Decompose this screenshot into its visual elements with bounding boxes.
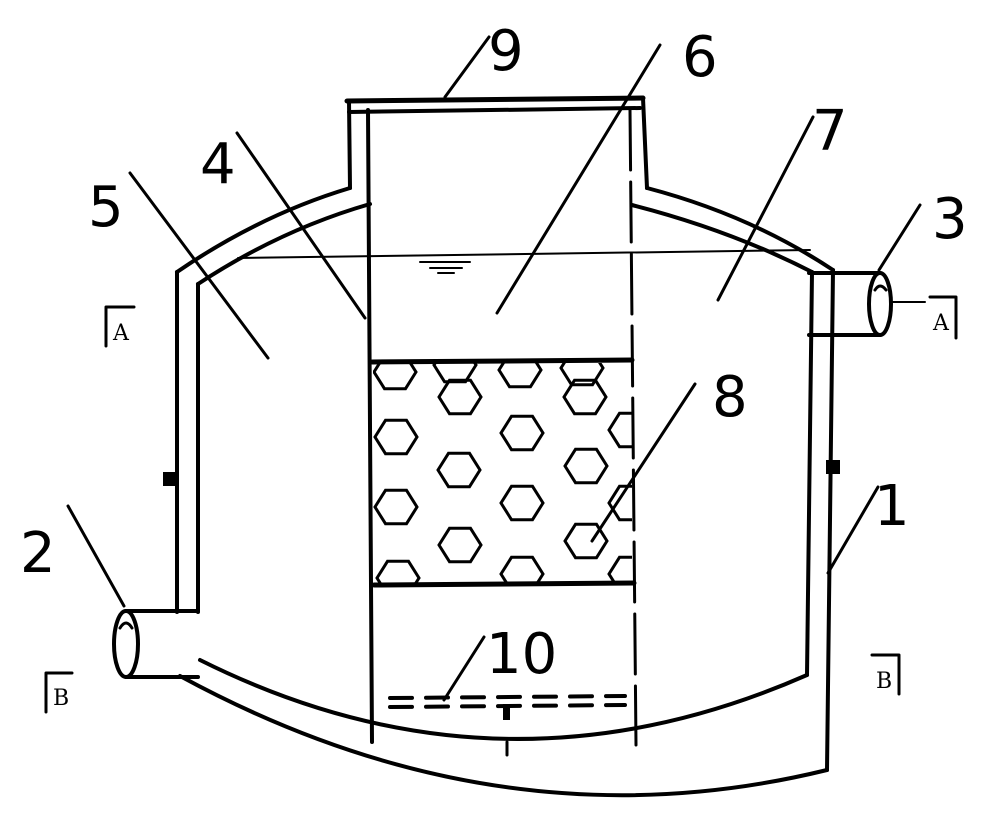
- inlet-pipe: [112, 609, 200, 679]
- media-hexagon: [562, 378, 608, 416]
- outlet-pipe-highlight: [873, 284, 888, 292]
- section-a-left-bracket: [104, 305, 136, 348]
- chimney-left-outer: [347, 99, 352, 190]
- section-a-right: A: [932, 311, 950, 336]
- media-hexagon: [432, 363, 478, 384]
- distributor-line-upper: [388, 694, 627, 700]
- cylinder-right-wall: [628, 108, 638, 747]
- water-line: [237, 249, 811, 259]
- label-6: 6: [682, 25, 718, 90]
- media-hexagon: [497, 363, 543, 389]
- section-b-left: B: [53, 686, 69, 711]
- label-9: 9: [488, 19, 524, 84]
- left-joint: [163, 472, 177, 486]
- cylinder-left-wall: [366, 108, 374, 744]
- media-hexagon: [373, 488, 419, 526]
- inlet-pipe-highlight: [118, 621, 134, 630]
- section-b-left-bracket: [44, 671, 74, 714]
- media-hexagon: [607, 411, 632, 449]
- label-8: 8: [712, 365, 748, 430]
- media-hexagon: [437, 526, 483, 564]
- leader-lines: [66, 35, 922, 702]
- distributor-outlet: [503, 704, 510, 720]
- inlet-pipe-body: [124, 609, 200, 679]
- bottom-inner: [198, 658, 809, 741]
- media-hexagon: [499, 555, 545, 583]
- section-b-right: B: [876, 669, 892, 694]
- top-cover: [344, 95, 646, 104]
- media-hexagon: [559, 363, 605, 387]
- bottom-outer: [178, 674, 829, 798]
- media-hexagon: [375, 559, 421, 583]
- media-hexagon: [563, 447, 609, 485]
- label-5: 5: [88, 175, 124, 240]
- dome-left-outer: [175, 186, 352, 274]
- label-7: 7: [812, 99, 848, 164]
- filter-media: [369, 357, 637, 588]
- inlet-pipe-end: [112, 609, 140, 679]
- leader-6: [495, 43, 662, 315]
- media-top-plate: [369, 357, 635, 365]
- dome-right-outer: [645, 186, 835, 272]
- media-hexagon: [373, 363, 418, 391]
- right-joint: [826, 460, 840, 474]
- media-bottom-plate: [371, 580, 637, 588]
- label-10: 10: [486, 622, 557, 687]
- label-4: 4: [200, 132, 236, 197]
- outlet-pipe-end: [867, 271, 893, 337]
- label-3: 3: [932, 187, 968, 252]
- media-hexagons: [373, 363, 632, 583]
- part-labels: 1 2 3 4 5 6 7 8 9 10: [20, 19, 968, 687]
- cover-underside: [347, 106, 642, 114]
- media-hexagon: [373, 418, 419, 456]
- leader-3: [877, 203, 922, 272]
- media-hexagon: [436, 451, 482, 489]
- media-hexagon: [563, 522, 609, 560]
- dome-left-inner: [196, 202, 372, 286]
- distributor: [388, 694, 627, 757]
- section-a-right-bracket: [928, 295, 958, 340]
- media-hexagon: [499, 484, 545, 522]
- right-wall-outer: [825, 268, 835, 772]
- leader-2: [66, 504, 126, 608]
- outlet-pipe-body: [807, 271, 882, 337]
- section-b-right-bracket: [870, 653, 901, 696]
- leader-9: [443, 35, 491, 99]
- leader-4: [235, 131, 367, 320]
- dome-right-inner: [630, 203, 814, 274]
- top-chimney: [344, 95, 649, 190]
- media-hexagon: [607, 555, 632, 583]
- outlet-pipe: [807, 271, 926, 337]
- section-marks: A A B B: [44, 295, 958, 714]
- media-hexagon: [607, 484, 632, 522]
- tank-shell: [163, 186, 840, 798]
- leader-5: [128, 171, 270, 360]
- water-level-symbol: [419, 261, 471, 274]
- media-hexagon: [437, 378, 483, 416]
- label-2: 2: [20, 521, 56, 586]
- section-a-left: A: [112, 321, 130, 346]
- chimney-right-outer: [641, 96, 649, 190]
- inner-cylinder: [366, 108, 638, 747]
- leader-7: [716, 115, 815, 302]
- leader-1: [826, 485, 880, 575]
- media-hexagon: [499, 414, 545, 452]
- water-surface: [237, 249, 811, 274]
- label-1: 1: [874, 474, 910, 539]
- leader-10: [442, 635, 486, 702]
- right-wall-inner: [805, 270, 814, 677]
- leader-8: [590, 382, 697, 543]
